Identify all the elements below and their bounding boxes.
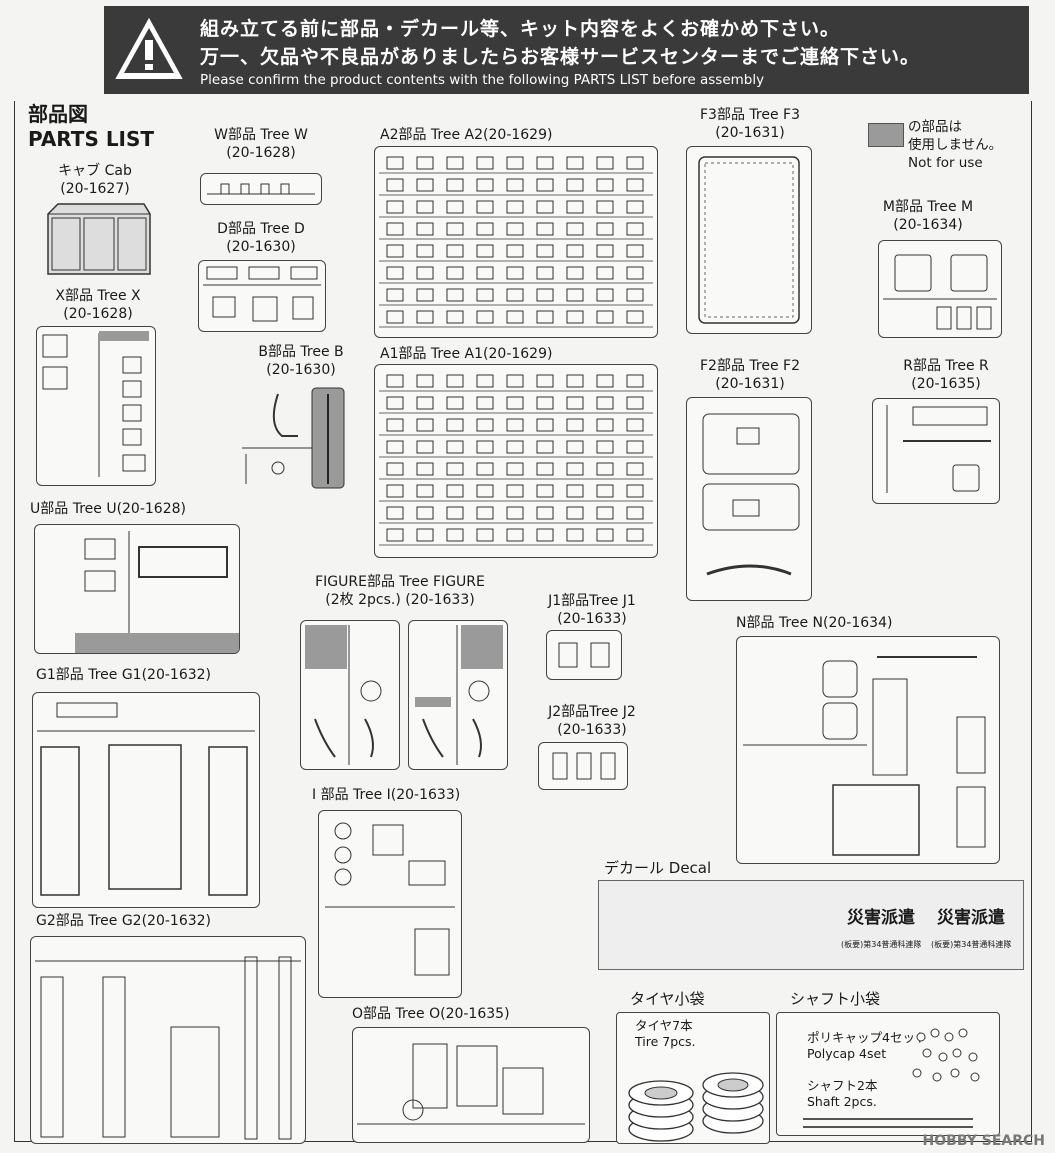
decal-text-2: 災害派遣 [937, 908, 1005, 928]
tree-j2-diagram [538, 742, 628, 790]
shaft-en: Shaft 2pcs. [807, 1094, 877, 1109]
tree-f3-label: F3部品 Tree F3(20-1631) [700, 107, 800, 141]
warning-banner: 組み立てる前に部品・デカール等、キット内容をよくお確かめ下さい。 万一、欠品や不… [104, 6, 1029, 94]
banner-line-jp-2: 万一、欠品や不良品がありましたらお客様サービスセンターまでご連絡下さい。 [200, 46, 921, 68]
tire-bag-title: タイヤ小袋 [630, 990, 705, 1008]
tree-cab-label: キャブ Cab(20-1627) [58, 163, 132, 197]
decal-sheet: 災害派遣 災害派遣 (板要)第34普通科連隊 (板要)第34普通科連隊 [598, 880, 1024, 970]
tree-figure-diagram-1 [300, 620, 400, 770]
watermark: HOBBY SEARCH [922, 1133, 1045, 1149]
tree-o-label: O部品 Tree O(20-1635) [352, 1006, 510, 1022]
tire-bag-jp: タイヤ7本 [635, 1018, 693, 1033]
polycap-en: Polycap 4set [807, 1046, 887, 1061]
not-for-use-swatch [868, 123, 904, 147]
tree-o-diagram [352, 1027, 590, 1143]
tree-u-label: U部品 Tree U(20-1628) [30, 501, 186, 517]
tree-cab-diagram [44, 202, 154, 277]
shaft-bag-title: シャフト小袋 [790, 990, 881, 1008]
tree-b-diagram [238, 384, 348, 492]
tree-a2-diagram [374, 146, 658, 338]
tree-f2-diagram [686, 397, 812, 601]
decal-text-1: 災害派遣 [847, 908, 915, 928]
tree-d-diagram [198, 260, 326, 332]
decal-sub-2: (板要)第34普通科連隊 [931, 940, 1012, 949]
tree-g1-label: G1部品 Tree G1(20-1632) [36, 667, 211, 683]
tree-figure-label: FIGURE部品 Tree FIGURE(2枚 2pcs.) (20-1633) [315, 574, 485, 608]
tree-j1-label: J1部品Tree J1(20-1633) [548, 593, 636, 627]
tree-j2-label: J2部品Tree J2(20-1633) [548, 704, 636, 738]
tree-b-label: B部品 Tree B(20-1630) [258, 344, 344, 378]
polycap-jp: ポリキャップ4セット [807, 1030, 928, 1045]
tree-r-diagram [872, 398, 1000, 504]
tree-g2-diagram [30, 936, 306, 1144]
tree-n-label: N部品 Tree N(20-1634) [736, 615, 893, 631]
not-for-use-legend: の部品は 使用しません。 Not for use [908, 118, 1002, 172]
tree-i-diagram [318, 810, 462, 998]
decal-sub-1: (板要)第34普通科連隊 [841, 940, 922, 949]
tree-g2-label: G2部品 Tree G2(20-1632) [36, 913, 211, 929]
tree-r-label: R部品 Tree R(20-1635) [903, 358, 989, 392]
banner-line-en: Please confirm the product contents with… [200, 72, 765, 88]
tree-d-label: D部品 Tree D(20-1630) [217, 221, 305, 255]
tree-f3-diagram [686, 146, 812, 334]
tree-figure-diagram-2 [408, 620, 508, 770]
tire-bag: タイヤ7本 Tire 7pcs. [616, 1012, 770, 1144]
tree-x-label: X部品 Tree X(20-1628) [55, 288, 141, 322]
tire-bag-en: Tire 7pcs. [635, 1034, 696, 1049]
tree-m-label: M部品 Tree M(20-1634) [882, 199, 974, 233]
tree-u-diagram [34, 524, 240, 654]
warning-icon [115, 17, 183, 79]
tree-a1-label: A1部品 Tree A1(20-1629) [380, 346, 553, 362]
title-en: PARTS LIST [28, 127, 155, 151]
title-jp: 部品図 [28, 102, 88, 126]
banner-line-jp-1: 組み立てる前に部品・デカール等、キット内容をよくお確かめ下さい。 [200, 18, 841, 40]
legend-line-1: の部品は [908, 119, 962, 135]
legend-line-3: Not for use [908, 155, 983, 171]
tree-w-diagram [200, 173, 322, 205]
tree-m-diagram [878, 240, 1002, 338]
shaft-bag: ポリキャップ4セット Polycap 4set シャフト2本 Shaft 2pc… [776, 1012, 1000, 1136]
tree-i-label: I 部品 Tree I(20-1633) [312, 787, 461, 803]
tree-j1-diagram [546, 630, 622, 680]
decal-label: デカール Decal [604, 859, 712, 877]
legend-line-2: 使用しません。 [908, 137, 1003, 153]
shaft-jp: シャフト2本 [807, 1078, 878, 1093]
tree-a1-diagram [374, 364, 658, 558]
tree-f2-label: F2部品 Tree F2(20-1631) [700, 358, 800, 392]
tree-a2-label: A2部品 Tree A2(20-1629) [380, 127, 553, 143]
page-title: 部品図 PARTS LIST [28, 102, 154, 152]
tree-g1-diagram [32, 692, 260, 908]
tree-n-diagram [736, 636, 1000, 864]
tree-w-label: W部品 Tree W(20-1628) [214, 127, 308, 161]
tree-x-diagram [36, 326, 156, 486]
